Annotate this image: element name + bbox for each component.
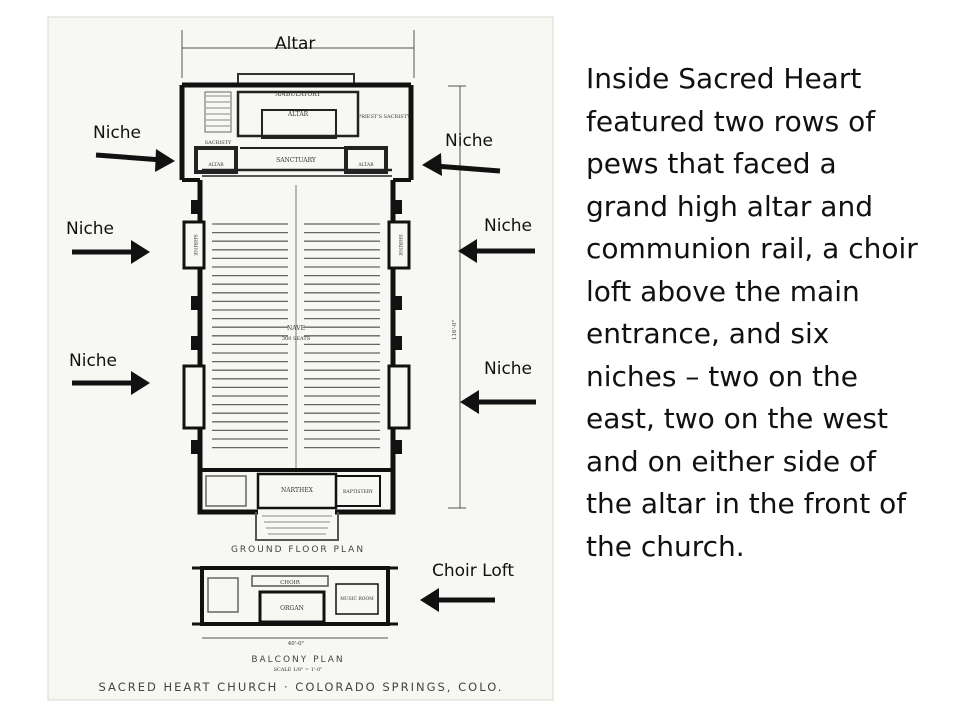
plan-label-shrine-right: SHRINE xyxy=(397,234,403,256)
plan-label-sanctuary: SANCTUARY xyxy=(276,157,317,164)
arrow-niche-low-left xyxy=(72,371,150,395)
length-dimension xyxy=(448,85,466,509)
arrow-niche-low-right xyxy=(460,390,536,414)
plan-label-music-room: MUSIC ROOM xyxy=(340,596,374,602)
arrow-niche-upper-right xyxy=(422,153,501,176)
arrow-niche-mid-left xyxy=(72,240,150,264)
arrow-niche-mid-right xyxy=(458,239,535,263)
label-niche-upper-left: Niche xyxy=(93,123,142,143)
plan-label-ambulatory: AMBULATORY xyxy=(274,91,321,98)
pews-group xyxy=(212,223,380,449)
plan-label-balcony-dim: 40'-0" xyxy=(288,641,304,647)
plan-label-nave-seats: 300 SEATS xyxy=(282,336,311,342)
plan-label-altar-left: ALTAR xyxy=(207,162,224,168)
label-niche-upper-right: Niche xyxy=(445,131,494,151)
top-dimension xyxy=(181,30,415,78)
plan-label-narthex: NARTHEX xyxy=(281,487,314,494)
plan-label-altar: ALTAR xyxy=(287,111,309,118)
plan-label-organ: ORGAN xyxy=(280,605,304,612)
label-niche-low-right: Niche xyxy=(484,359,533,379)
label-niche-mid-right: Niche xyxy=(484,216,533,236)
plan-label-baptistery: BAPTISTERY xyxy=(343,489,374,495)
description-text: Inside Sacred Heart featured two rows of… xyxy=(586,62,918,563)
arrow-niche-upper-left xyxy=(95,149,175,172)
balcony-plan xyxy=(192,566,398,639)
plan-label-length-dim: 116'-0" xyxy=(452,320,458,340)
label-niche-low-left: Niche xyxy=(69,351,118,371)
wall-buttresses xyxy=(191,200,402,454)
label-niche-mid-left: Niche xyxy=(66,219,115,239)
plan-label-shrine-left: SHRINE xyxy=(192,234,198,256)
plan-label-altar-right: ALTAR xyxy=(357,162,374,168)
arrows xyxy=(72,149,536,612)
arrow-choir-loft xyxy=(420,588,495,612)
plan-label-priests-sacristy: PRIEST'S SACRISTY xyxy=(358,114,411,120)
ground-floor-plan-title: GROUND FLOOR PLAN xyxy=(231,545,365,555)
label-altar: Altar xyxy=(275,34,316,54)
side-niches xyxy=(182,220,411,430)
plan-footer-title: SACRED HEART CHURCH · COLORADO SPRINGS, … xyxy=(99,680,504,694)
balcony-plan-scale: SCALE 1/8" = 1'-0" xyxy=(274,667,323,673)
balcony-plan-title: BALCONY PLAN xyxy=(251,655,344,665)
plan-label-sacristy: SACRISTY xyxy=(205,140,232,146)
label-choir-loft: Choir Loft xyxy=(432,561,515,581)
plan-label-nave: NAVE xyxy=(287,325,305,332)
sanctuary-area xyxy=(194,90,392,177)
plan-label-choir: CHOIR xyxy=(280,580,301,586)
narthex-area xyxy=(198,470,381,541)
